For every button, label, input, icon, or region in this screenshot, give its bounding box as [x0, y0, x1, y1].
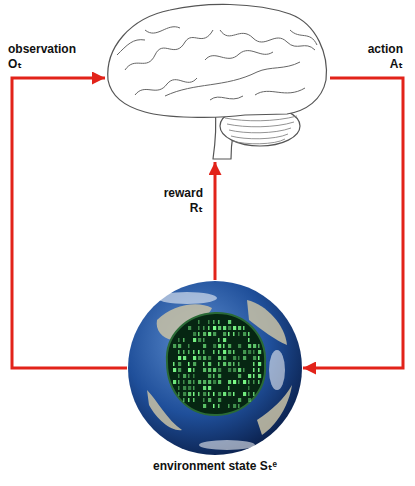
flow-arrow — [12, 78, 127, 368]
environment-earth: environment state Sₜᵉ — [127, 280, 303, 476]
flow-arrow — [303, 78, 403, 368]
earth-globe — [128, 281, 302, 455]
brain-illustration — [105, 0, 330, 160]
flow-arrow — [214, 162, 217, 280]
matrix-core — [167, 313, 265, 415]
agent-brain — [105, 0, 330, 160]
text-holder: environment state Sₜᵉ — [87, 459, 343, 474]
cerebrum — [108, 4, 327, 117]
node-label: environment state Sₜᵉ — [87, 459, 343, 474]
edge-label: observation Oₜ — [6, 42, 78, 72]
edge-label: action Aₜ — [366, 42, 405, 72]
edge-label: reward Rₜ — [162, 186, 205, 216]
earth-illustration — [127, 280, 303, 456]
